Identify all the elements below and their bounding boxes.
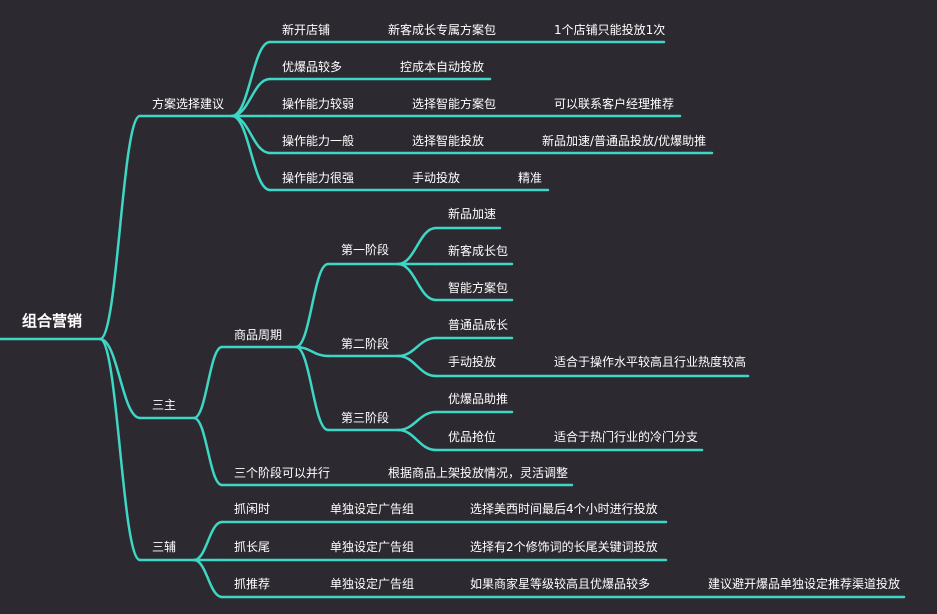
aux-idle-time-group[interactable]: 单独设定广告组 [330, 502, 415, 516]
parallel-stages[interactable]: 三个阶段可以并行 [234, 466, 331, 480]
aux-idle-time-note[interactable]: 选择美西时间最后4个小时进行投放 [470, 502, 658, 516]
plan-new-store[interactable]: 新开店铺 [282, 23, 331, 37]
stage-one-smart-pack[interactable]: 智能方案包 [448, 281, 509, 295]
aux-long-tail-group[interactable]: 单独设定广告组 [330, 540, 415, 554]
plan-weak-ops[interactable]: 操作能力较弱 [282, 97, 355, 111]
stage-three[interactable]: 第三阶段 [341, 411, 390, 425]
link-root-main [98, 337, 142, 420]
plan-medium-ops-modes[interactable]: 新品加速/普通品投放/优爆助推 [542, 134, 707, 148]
link-plan-3 [230, 114, 272, 155]
link-root-plan [98, 114, 142, 341]
plan-medium-ops[interactable]: 操作能力一般 [282, 134, 355, 148]
plan-strong-ops[interactable]: 操作能力很强 [282, 171, 355, 185]
stage-two-manual[interactable]: 手动投放 [448, 355, 497, 369]
link-stage-2-item-0 [396, 410, 438, 432]
link-stage-0-item-0 [396, 226, 438, 266]
plan-strong-ops-manual[interactable]: 手动投放 [412, 171, 461, 185]
aux-long-tail[interactable]: 抓长尾 [234, 540, 271, 554]
aux-recommend-condition[interactable]: 如果商家星等级较高且优爆品较多 [470, 577, 651, 591]
plan-many-hot-auto[interactable]: 控成本自动投放 [400, 60, 485, 74]
link-stage-0-item-2 [396, 262, 438, 302]
aux-recommend-group[interactable]: 单独设定广告组 [330, 577, 415, 591]
plan-many-hot[interactable]: 优爆品较多 [282, 60, 343, 74]
link-main-cycle [192, 345, 224, 420]
stage-two-manual-note[interactable]: 适合于操作水平较高且行业热度较高 [554, 355, 747, 369]
parallel-stages-note[interactable]: 根据商品上架投放情况，灵活调整 [388, 466, 569, 480]
branch-plan-suggestion[interactable]: 方案选择建议 [152, 97, 225, 111]
aux-recommend[interactable]: 抓推荐 [234, 577, 271, 591]
link-aux-0 [192, 520, 224, 562]
stage-three-grab-position[interactable]: 优品抢位 [448, 430, 497, 444]
aux-recommend-advice[interactable]: 建议避开爆品单独设定推荐渠道投放 [708, 577, 901, 591]
link-main-parallel [192, 416, 224, 487]
stage-two[interactable]: 第二阶段 [341, 337, 390, 351]
aux-long-tail-note[interactable]: 选择有2个修饰词的长尾关键词投放 [470, 540, 658, 554]
aux-idle-time[interactable]: 抓闲时 [234, 502, 271, 516]
product-cycle[interactable]: 商品周期 [234, 328, 283, 342]
plan-new-store-limit[interactable]: 1个店铺只能投放1次 [554, 23, 666, 37]
plan-weak-ops-manager[interactable]: 可以联系客户经理推荐 [554, 97, 675, 111]
plan-medium-ops-smart[interactable]: 选择智能投放 [412, 134, 485, 148]
link-plan-0 [230, 40, 272, 118]
stage-one-new-boost[interactable]: 新品加速 [448, 207, 497, 221]
link-plan-4 [230, 114, 272, 192]
stage-one[interactable]: 第一阶段 [341, 243, 390, 257]
link-stage-2-item-1 [396, 428, 438, 452]
root-node[interactable]: 组合营销 [22, 312, 83, 330]
plan-strong-ops-precise[interactable]: 精准 [518, 171, 543, 185]
stage-two-normal-growth[interactable]: 普通品成长 [448, 318, 509, 332]
plan-weak-ops-pack[interactable]: 选择智能方案包 [412, 97, 497, 111]
branch-three-aux[interactable]: 三辅 [152, 540, 177, 554]
link-stage-1-item-1 [396, 354, 438, 378]
link-stage-1-item-0 [396, 336, 438, 358]
branch-three-main[interactable]: 三主 [152, 398, 177, 412]
stage-one-new-customer[interactable]: 新客成长包 [448, 244, 509, 258]
link-cycle-stage-2 [294, 345, 330, 432]
plan-new-store-pack[interactable]: 新客成长专属方案包 [388, 23, 497, 37]
link-root-aux [98, 337, 142, 562]
stage-three-grab-note[interactable]: 适合于热门行业的冷门分支 [554, 430, 699, 444]
stage-three-hot-push[interactable]: 优爆品助推 [448, 392, 509, 406]
link-cycle-stage-0 [294, 262, 330, 349]
link-plan-1 [230, 77, 272, 118]
link-aux-2 [192, 558, 224, 599]
